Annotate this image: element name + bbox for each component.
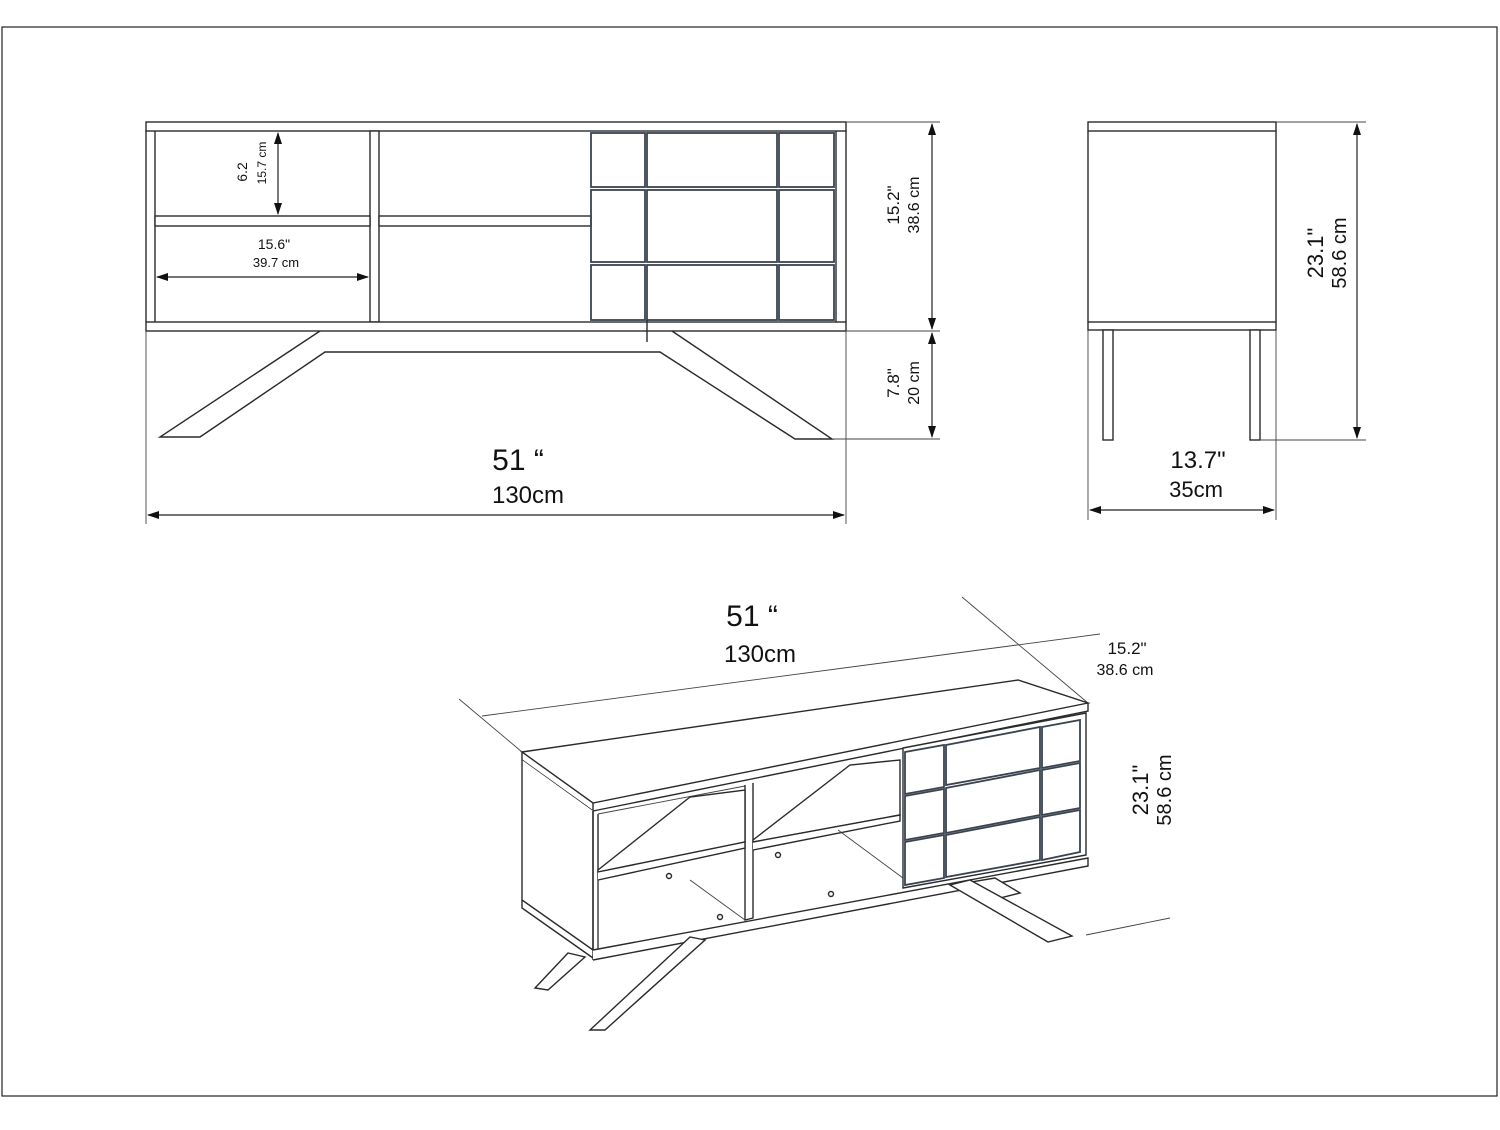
dim-persp-height-cm: 58.6 cm: [1154, 754, 1176, 825]
side-bottom-slab: [1087, 321, 1277, 331]
dim-persp-width-line: [481, 633, 1101, 717]
front-bottom-slab: [145, 321, 847, 332]
persp-leg-front: [588, 936, 707, 1031]
dim-body-height-cm: 38.6 cm: [906, 177, 923, 234]
dim-overall-width-inch: 51 “: [492, 444, 544, 477]
dim-persp-height-inch: 23.1": [1128, 765, 1153, 816]
persp-glass-door: [902, 712, 1087, 889]
front-shelf-left: [154, 215, 371, 227]
front-shelf-middle: [378, 215, 592, 227]
front-divider: [369, 130, 380, 323]
front-view: 6.2 15.7 cm 15.6" 39.7 cm 15.2" 38.6 cm …: [145, 121, 940, 524]
dim-persp-depth-inch: 15.2": [1107, 639, 1146, 658]
dim-compartment-width-cm: 39.7 cm: [253, 255, 299, 270]
dim-body-height-inch: 15.2": [884, 185, 903, 224]
dim-compartment-width-inch: 15.6": [258, 236, 290, 252]
dim-compartment-height-cm: 15.7 cm: [255, 142, 269, 185]
dim-leg-height-cm: 20 cm: [906, 361, 923, 405]
persp-leg-left: [533, 952, 587, 991]
front-leg-frame: [157, 330, 835, 440]
dim-side-height-cm: 58.6 cm: [1329, 217, 1351, 288]
side-top-slab: [1087, 121, 1277, 132]
dim-persp-width-cm: 130cm: [724, 641, 796, 668]
dim-side-depth-inch: 13.7": [1170, 447, 1225, 474]
persp-leg-right: [948, 879, 1074, 943]
dim-compartment-height-inch: 6.2: [234, 162, 250, 182]
side-leg-right: [1249, 329, 1261, 441]
page-frame: [1, 26, 1498, 1097]
dim-side-height-inch: 23.1": [1303, 228, 1328, 279]
dim-persp-depth-cm: 38.6 cm: [1097, 662, 1154, 679]
side-leg-left: [1102, 329, 1114, 441]
perspective-view: 51 “ 130cm 15.2" 38.6 cm 23.1" 58.6 cm: [458, 596, 1176, 1031]
dim-overall-width-cm: 130cm: [492, 482, 564, 509]
dim-persp-width-inch: 51 “: [726, 600, 778, 633]
front-top-slab: [145, 121, 847, 132]
persp-divider: [744, 783, 754, 921]
dim-leg-height-inch: 7.8": [884, 368, 903, 398]
side-view: 23.1" 58.6 cm 13.7" 35cm: [1087, 121, 1366, 520]
front-glass-door: [590, 132, 835, 342]
dim-side-depth-cm: 35cm: [1169, 477, 1223, 502]
